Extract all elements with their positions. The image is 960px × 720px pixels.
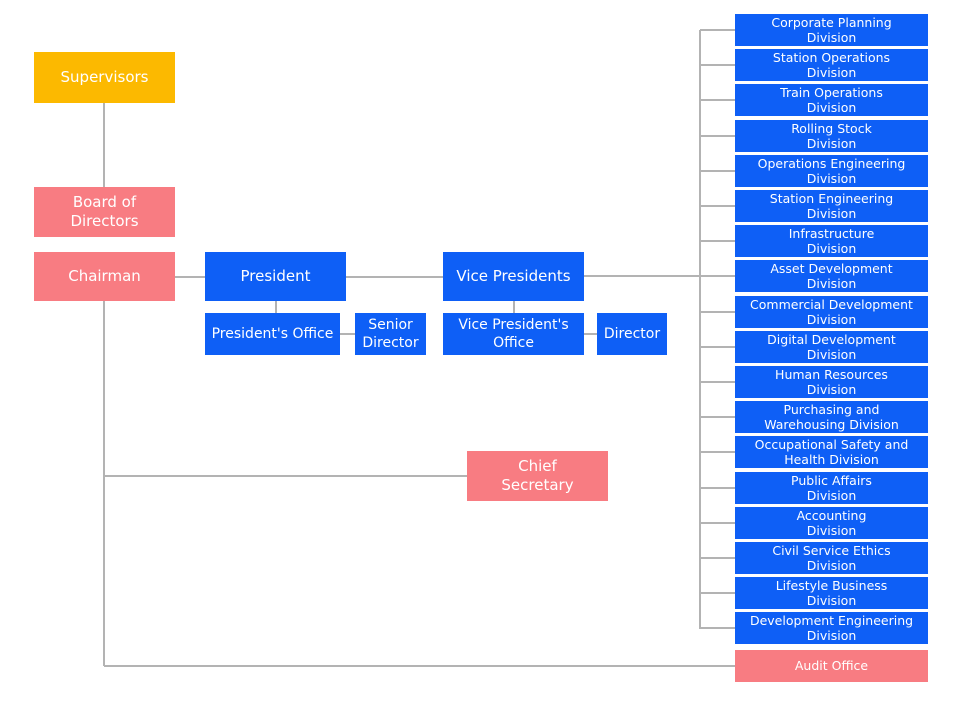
division-box: Public Affairs Division: [735, 472, 928, 504]
board-of-directors-box: Board of Directors: [34, 187, 175, 237]
division-box: Commercial Development Division: [735, 296, 928, 328]
vice-presidents-box: Vice Presidents: [443, 252, 584, 301]
division-box: Station Engineering Division: [735, 190, 928, 222]
division-box: Station Operations Division: [735, 49, 928, 81]
vice-presidents-office-box: Vice President's Office: [443, 313, 584, 355]
division-box: Civil Service Ethics Division: [735, 542, 928, 574]
chairman-box: Chairman: [34, 252, 175, 301]
division-box: Train Operations Division: [735, 84, 928, 116]
division-box: Corporate Planning Division: [735, 14, 928, 46]
president-box: President: [205, 252, 346, 301]
director-box: Director: [597, 313, 667, 355]
audit-office-box: Audit Office: [735, 650, 928, 682]
supervisors-box: Supervisors: [34, 52, 175, 103]
division-box: Lifestyle Business Division: [735, 577, 928, 609]
division-box: Asset Development Division: [735, 260, 928, 292]
division-box: Purchasing and Warehousing Division: [735, 401, 928, 433]
chief-secretary-box: Chief Secretary: [467, 451, 608, 501]
division-box: Operations Engineering Division: [735, 155, 928, 187]
division-box: Development Engineering Division: [735, 612, 928, 644]
division-box: Rolling Stock Division: [735, 120, 928, 152]
senior-director-box: Senior Director: [355, 313, 426, 355]
division-box: Human Resources Division: [735, 366, 928, 398]
division-box: Occupational Safety and Health Division: [735, 436, 928, 468]
presidents-office-box: President's Office: [205, 313, 340, 355]
division-box: Infrastructure Division: [735, 225, 928, 257]
division-box: Digital Development Division: [735, 331, 928, 363]
division-box: Accounting Division: [735, 507, 928, 539]
